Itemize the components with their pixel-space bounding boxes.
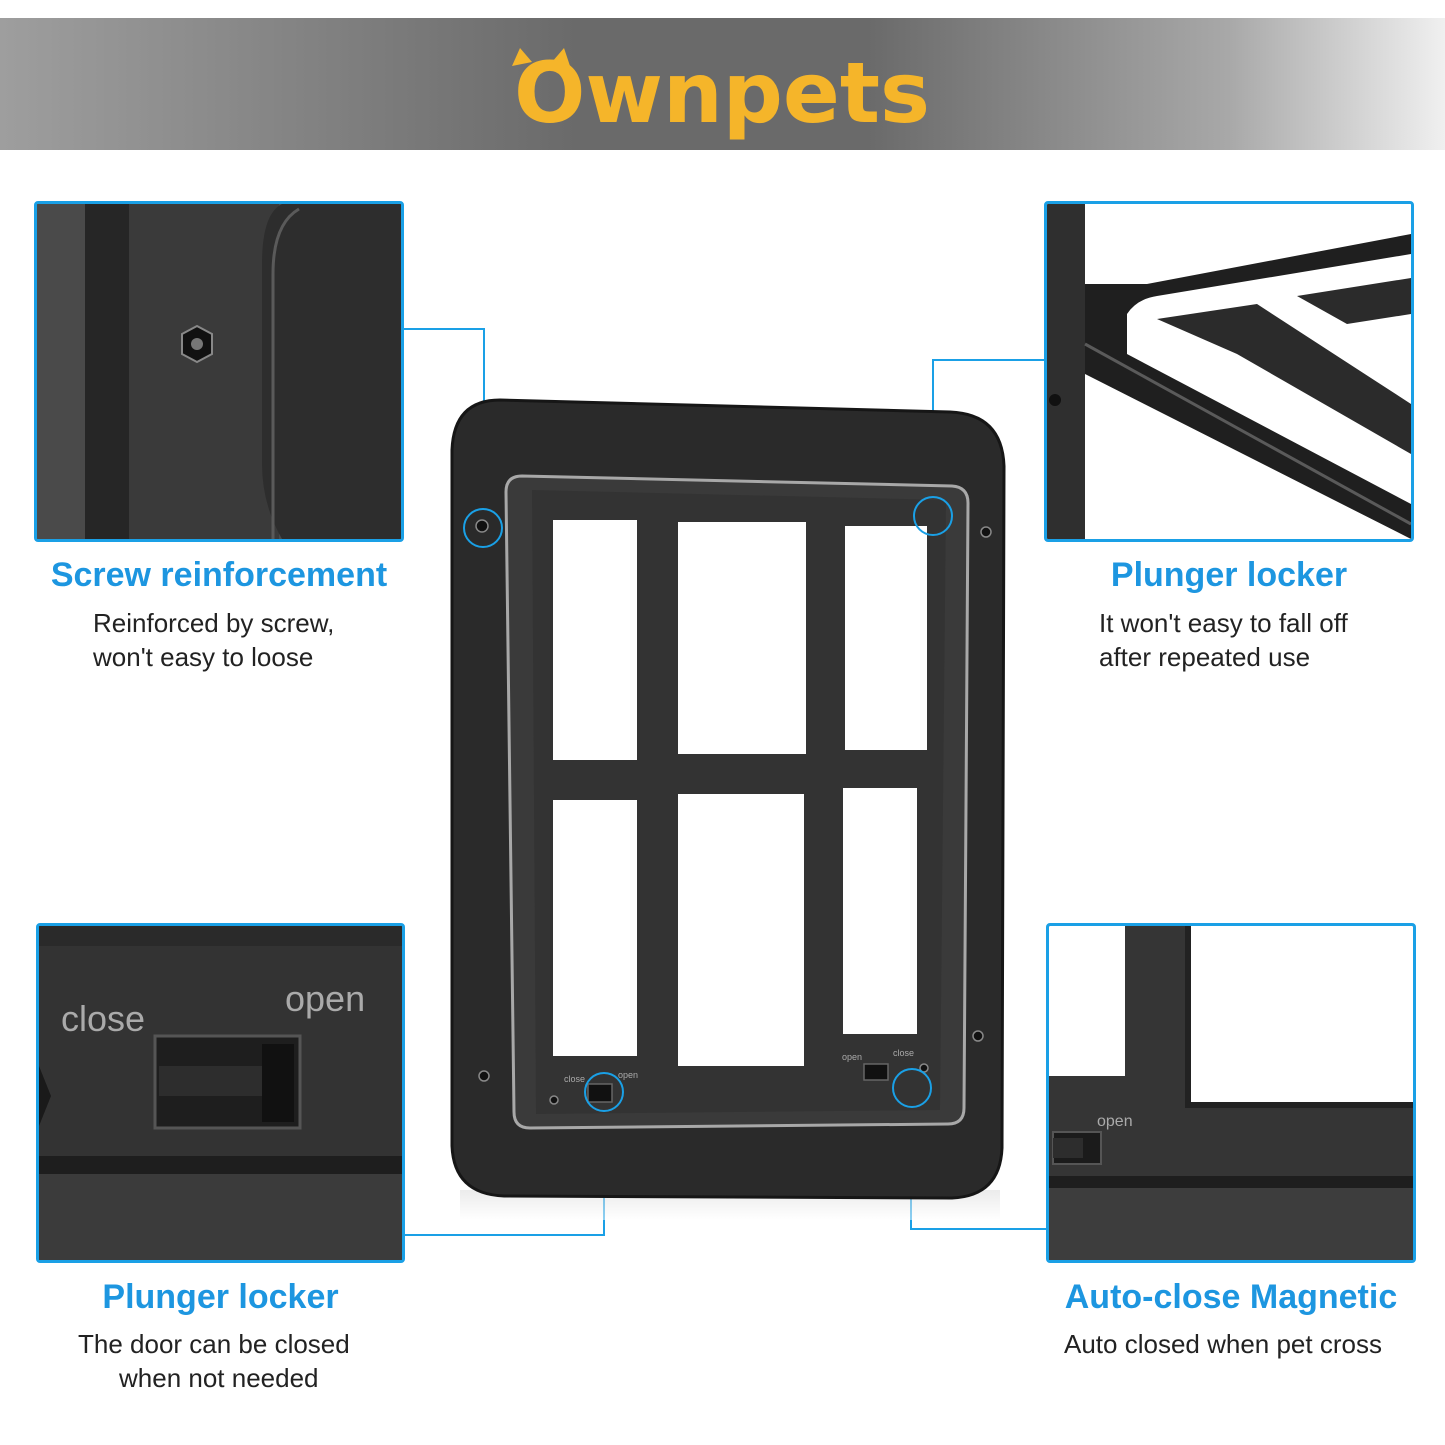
detail-panel-switch: close open (36, 923, 405, 1263)
callout-line (932, 359, 1045, 361)
switch-label-close: close (893, 1048, 914, 1058)
callout-line (405, 1234, 605, 1236)
switch-label-open: open (285, 978, 365, 1019)
door-opening (553, 520, 637, 760)
switch-label-open: open (618, 1070, 638, 1080)
feature-desc-plunger-bottom-line2: when not needed (119, 1363, 319, 1393)
feature-title-screw: Screw reinforcement (50, 556, 388, 594)
feature-desc-plunger-top-line1: It won't easy to fall off (1099, 608, 1348, 638)
callout-ring (892, 1068, 932, 1108)
door-opening (678, 522, 806, 754)
door-opening (845, 526, 927, 750)
callout-ring (584, 1072, 624, 1112)
feature-desc-plunger-bottom-line1: The door can be closed (78, 1329, 350, 1359)
door-opening (678, 794, 804, 1066)
detail-panel-magnetic: open (1046, 923, 1416, 1263)
switch-label-close: close (564, 1074, 585, 1084)
detail-panel-screw (34, 201, 404, 542)
screw-icon (980, 526, 992, 538)
feature-title-magnetic: Auto-close Magnetic (1064, 1278, 1398, 1316)
door-opening (843, 788, 917, 1034)
switch-label-open: open (842, 1052, 862, 1062)
callout-ring (913, 496, 953, 536)
plunger-switch-right[interactable] (863, 1063, 889, 1081)
callout-line (404, 328, 484, 330)
feature-desc-plunger-top-line2: after repeated use (1099, 642, 1311, 672)
header-banner: Ownpets (0, 18, 1445, 150)
callout-ring (463, 508, 503, 548)
brand-logo: Ownpets (512, 44, 930, 142)
screw-icon (972, 1030, 984, 1042)
feature-title-plunger-top: Plunger locker (1110, 556, 1348, 594)
screw-icon (549, 1095, 559, 1105)
switch-label-open: open (1097, 1113, 1133, 1130)
brand-name: Ownpets (514, 44, 930, 142)
screw-icon (478, 1070, 490, 1082)
feature-desc-magnetic-line1: Auto closed when pet cross (1064, 1329, 1382, 1359)
detail-panel-plunger-top (1044, 201, 1414, 542)
callout-line (910, 1228, 1046, 1230)
feature-desc-screw-line1: Reinforced by screw, (93, 608, 335, 638)
pet-door-illustration: close open open close (440, 390, 1020, 1225)
cat-ear-icon (512, 48, 532, 66)
feature-title-plunger-bottom: Plunger locker (102, 1278, 339, 1316)
feature-desc-screw-line2: won't easy to loose (93, 642, 314, 672)
switch-label-close: close (61, 998, 145, 1039)
door-opening (553, 800, 637, 1056)
cat-ear-icon (552, 48, 570, 66)
